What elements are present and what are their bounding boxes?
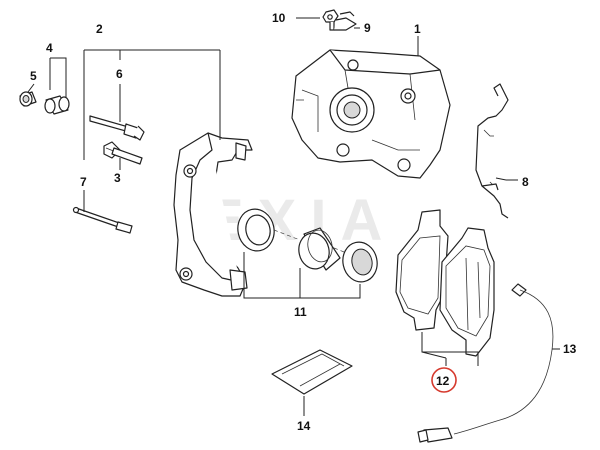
callout-12: 12 [436, 374, 450, 388]
callout-13: 13 [563, 342, 577, 356]
callout-2: 2 [96, 22, 103, 36]
callout-highlight-ring [431, 367, 457, 393]
guide-bolt-long [89, 115, 145, 141]
callout-8: 8 [522, 175, 529, 189]
callout-4: 4 [46, 41, 53, 55]
pad-wear-sensor [417, 283, 554, 443]
piston-seal-ring [237, 208, 275, 252]
guide-bolt-short [103, 141, 143, 165]
guide-pin [72, 206, 133, 234]
callout-3: 3 [114, 171, 121, 185]
callout-5: 5 [30, 69, 37, 83]
callout-11: 11 [294, 305, 307, 319]
callout-9: 9 [364, 21, 371, 35]
callout-10: 10 [272, 11, 286, 25]
callout-6: 6 [116, 67, 123, 81]
guide-bush-cap [19, 91, 37, 107]
watermark: EXIA [205, 188, 396, 253]
grease-sachet [271, 349, 353, 395]
bleeder-screw [322, 9, 339, 31]
callout-7: 7 [80, 175, 87, 189]
brake-pad-inner [395, 209, 449, 331]
dust-boot [298, 227, 341, 271]
leader-lines [27, 17, 560, 416]
callout-1: 1 [414, 22, 421, 36]
brake-pad-outer [439, 227, 495, 357]
anti-rattle-spring [475, 83, 509, 219]
piston [342, 241, 378, 283]
caliper-carrier-bracket [173, 132, 253, 297]
dust-cap-clip [334, 11, 357, 31]
guide-bush [44, 95, 70, 115]
caliper-housing [291, 49, 451, 179]
callout-14: 14 [297, 419, 311, 433]
